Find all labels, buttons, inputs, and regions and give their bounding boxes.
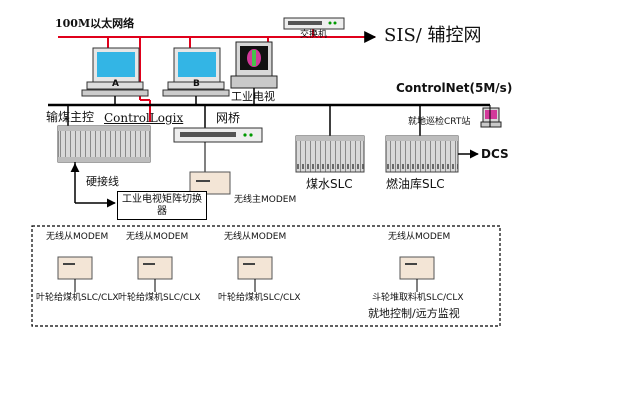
controlnet-label: ControlNet(5M/s) <box>396 81 513 95</box>
tv-matrix-box: 工业电视矩阵切换器 <box>117 191 207 220</box>
slave-slc-label-4: 斗轮堆取料机SLC/CLX <box>372 293 464 303</box>
slave-modem-label-1: 无线从MODEM <box>46 232 109 242</box>
slave-modem-1 <box>57 256 93 280</box>
hardwire-link <box>70 162 116 208</box>
dcs-label: DCS <box>481 147 509 161</box>
bridge-label: 网桥 <box>216 111 241 125</box>
coal-water-label: 煤水SLC <box>306 177 353 191</box>
pc1-label: A <box>112 79 119 89</box>
field-station-region <box>31 225 501 327</box>
fuel-oil-slc-rack <box>385 135 459 173</box>
slave-modem-label-3: 无线从MODEM <box>224 232 287 242</box>
local-crt-station <box>480 107 502 128</box>
ethernet-label: 100M以太网络 <box>55 17 135 30</box>
pc-workstation-2 <box>162 47 230 97</box>
slave-modem-label-2: 无线从MODEM <box>126 232 189 242</box>
field-footer-label: 就地控制/远方监视 <box>368 307 460 320</box>
tv-label: 工业电视 <box>231 90 275 103</box>
fuel-oil-label: 燃油库SLC <box>386 177 445 191</box>
slave-modem-label-4: 无线从MODEM <box>388 232 451 242</box>
pc-workstation-1 <box>81 47 149 97</box>
sis-label: SIS/ 辅控网 <box>384 25 482 46</box>
controllogix-label: ControlLogix <box>104 111 184 125</box>
industrial-tv-terminal <box>230 41 278 89</box>
ethernet-bus <box>58 26 377 122</box>
master-modem-label: 无线主MODEM <box>234 195 297 205</box>
slave-slc-label-1: 叶轮给煤机SLC/CLX <box>36 293 119 303</box>
hardwire-label: 硬接线 <box>86 175 119 188</box>
bridge-device <box>173 127 263 143</box>
main-ctrl-label: 输煤主控 <box>46 110 95 124</box>
local-crt-label: 就地巡检CRT站 <box>408 117 471 127</box>
slave-slc-label-3: 叶轮给煤机SLC/CLX <box>218 293 301 303</box>
controlnet-bus <box>48 103 490 136</box>
switch-device <box>283 17 345 30</box>
master-modem <box>189 171 231 195</box>
switch-label: 交换机 <box>300 30 328 40</box>
slave-modem-2 <box>137 256 173 280</box>
slave-slc-label-2: 叶轮给煤机SLC/CLX <box>118 293 201 303</box>
slave-modem-4 <box>399 256 435 280</box>
pc2-label: B <box>193 79 200 89</box>
coal-water-slc-rack <box>295 135 365 173</box>
main-controller-rack <box>57 125 151 163</box>
slave-modem-3 <box>237 256 273 280</box>
